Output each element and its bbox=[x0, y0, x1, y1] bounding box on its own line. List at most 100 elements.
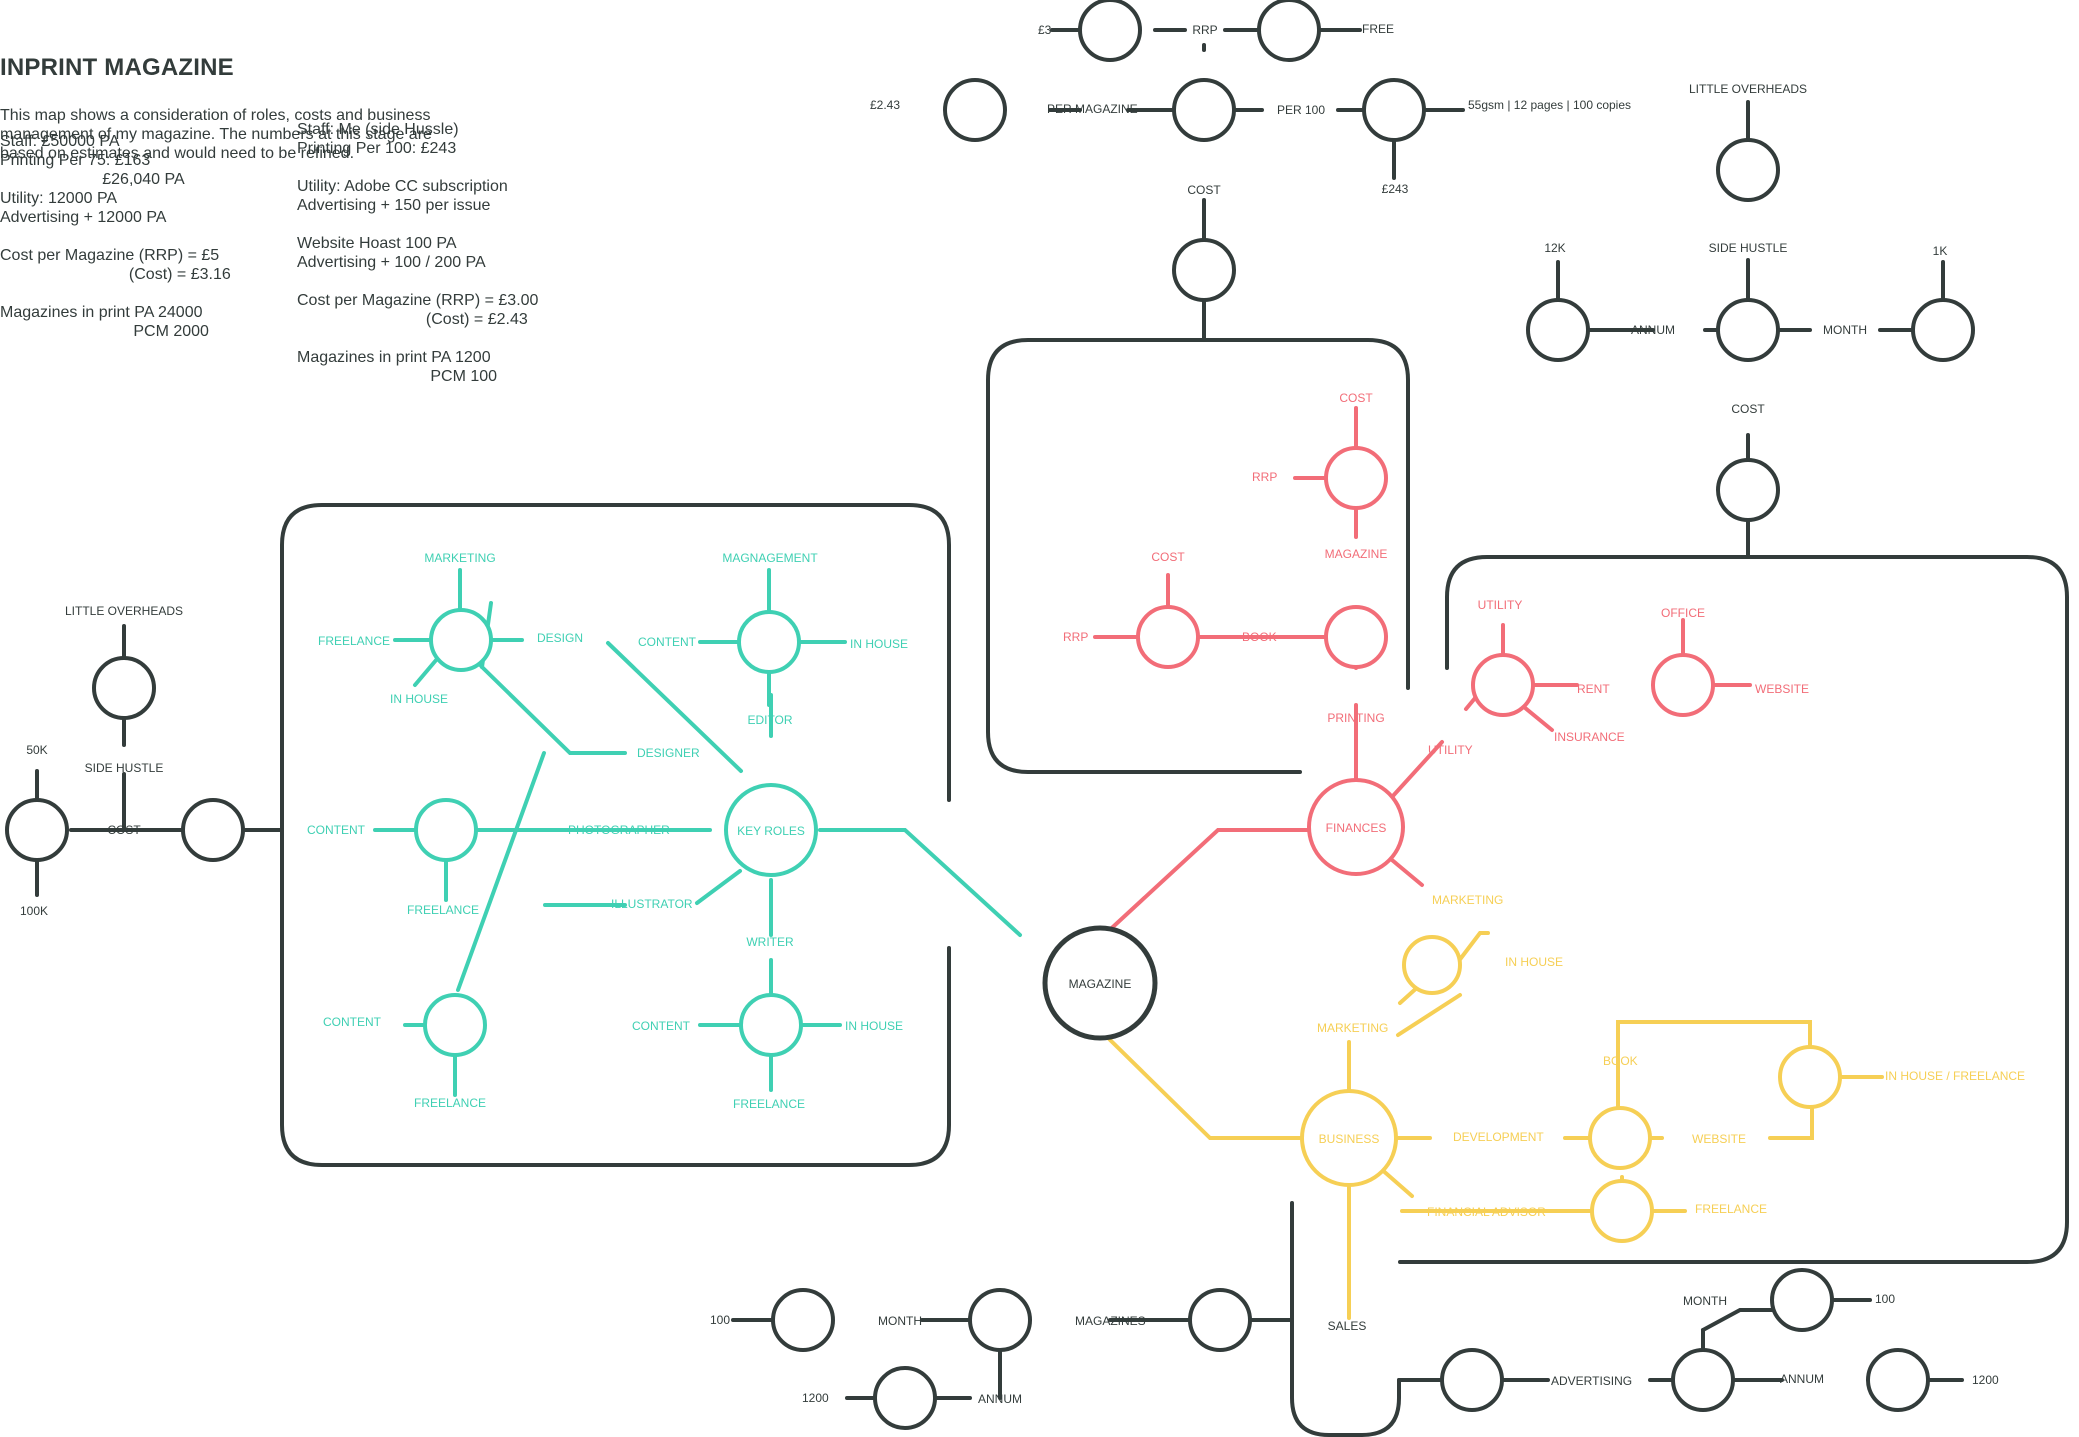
website-label: WEBSITE bbox=[1692, 1132, 1746, 1146]
financial-advisor-node bbox=[1590, 1179, 1654, 1243]
in-house-label: IN HOUSE bbox=[390, 692, 448, 706]
content-label: CONTENT bbox=[632, 1019, 691, 1033]
business-label: BUSINESS bbox=[1319, 1132, 1380, 1146]
freelance-label: FREELANCE bbox=[733, 1097, 805, 1111]
12k-label: 12K bbox=[1544, 241, 1565, 255]
freelance-label: FREELANCE bbox=[414, 1096, 486, 1110]
p243-label: £2.43 bbox=[870, 98, 900, 112]
intro-panel: INPRINT MAGAZINE This map shows a consid… bbox=[0, 54, 640, 183]
in-house-label: IN HOUSE bbox=[845, 1019, 903, 1033]
1200-label: 1200 bbox=[1972, 1373, 1999, 1387]
printing-box bbox=[986, 338, 1410, 774]
illustrator-label: ILLUSTRATOR bbox=[611, 897, 693, 911]
annum-label: ANNUM bbox=[1631, 323, 1675, 337]
p243b-label: £243 bbox=[1382, 182, 1409, 196]
per-magazine-label: PER MAGAZINE bbox=[1047, 102, 1138, 116]
book-label: BOOK bbox=[1603, 1054, 1638, 1068]
1k-label: 1K bbox=[1933, 244, 1948, 258]
magnagement-label: MAGNAGEMENT bbox=[722, 551, 818, 565]
notes-right: Staff: Me (side Hussle) Printing Per 100… bbox=[297, 121, 539, 385]
month-1k-node bbox=[1911, 298, 1975, 362]
content-label: CONTENT bbox=[323, 1015, 382, 1029]
freelance-label: FREELANCE bbox=[407, 903, 479, 917]
free-label: FREE bbox=[1362, 22, 1394, 36]
annum-1200-ad-node bbox=[1866, 1348, 1930, 1412]
finances-labels: FINANCES PRINTING MAGAZINE COST RRP BOOK… bbox=[1063, 391, 1809, 835]
cost-label: COST bbox=[1187, 183, 1221, 197]
dark-nodes bbox=[5, 0, 1975, 1430]
month-label: MONTH bbox=[878, 1314, 922, 1328]
magazine-center-label: MAGAZINE bbox=[1069, 977, 1132, 991]
marketing-label: MARKETING bbox=[424, 551, 495, 565]
key-roles-box bbox=[280, 503, 951, 1167]
finances-box bbox=[1398, 555, 2069, 1264]
magazine-center-node bbox=[1042, 925, 1158, 1041]
key-roles-node bbox=[724, 783, 818, 877]
little-overheads-label: LITTLE OVERHEADS bbox=[65, 604, 183, 618]
side-hustle-left-node bbox=[5, 798, 69, 862]
side-hustle-label: SIDE HUSTLE bbox=[1709, 241, 1788, 255]
development-label: DEVELOPMENT bbox=[1453, 1130, 1544, 1144]
office-label: OFFICE bbox=[1661, 606, 1705, 620]
rrp-3-node bbox=[1078, 0, 1142, 62]
freelance-label: FREELANCE bbox=[1695, 1202, 1767, 1216]
business-branch bbox=[1100, 931, 1884, 1320]
free-node bbox=[1257, 0, 1321, 62]
per-magazine-node bbox=[1172, 78, 1236, 142]
finances-branch bbox=[1093, 406, 1752, 939]
month-100-ad-node bbox=[1770, 1268, 1834, 1332]
designer-label: DESIGNER bbox=[637, 746, 700, 760]
cost-right-node bbox=[1716, 458, 1780, 522]
finances-node bbox=[1307, 778, 1405, 876]
website-bus-node bbox=[1778, 1045, 1842, 1109]
illustrator-node bbox=[423, 993, 487, 1057]
100-label: 100 bbox=[1875, 1292, 1895, 1306]
month-label: MONTH bbox=[1683, 1294, 1727, 1308]
cost-label: COST bbox=[1731, 402, 1765, 416]
cost-label: COST bbox=[107, 823, 141, 837]
month-label: MONTH bbox=[1823, 323, 1867, 337]
freelance-label: FREELANCE bbox=[318, 634, 390, 648]
website-label: WEBSITE bbox=[1755, 682, 1809, 696]
100k-label: 100K bbox=[20, 904, 48, 918]
office-node bbox=[1651, 653, 1715, 717]
in-house-freelance-label: IN HOUSE / FREELANCE bbox=[1885, 1069, 2025, 1083]
in-house-label: IN HOUSE bbox=[850, 637, 908, 651]
utility-label: UTILITY bbox=[1428, 743, 1473, 757]
marketing-label: MARKETING bbox=[1317, 1021, 1388, 1035]
cost-left-node bbox=[181, 798, 245, 862]
page-title: INPRINT MAGAZINE bbox=[0, 54, 234, 81]
key-roles-nodes bbox=[414, 608, 818, 1057]
business-labels: BUSINESS MARKETING IN HOUSE MARKETING DE… bbox=[1317, 893, 2025, 1219]
annum-label: ANNUM bbox=[978, 1392, 1022, 1406]
100-label: 100 bbox=[710, 1313, 730, 1327]
insurance-label: INSURANCE bbox=[1554, 730, 1625, 744]
annum-label: ANNUM bbox=[1780, 1372, 1824, 1386]
rrp-label: RRP bbox=[1252, 470, 1277, 484]
business-node bbox=[1300, 1089, 1398, 1187]
finances-nodes bbox=[1136, 446, 1715, 876]
per-100-label: PER 100 bbox=[1277, 103, 1325, 117]
photographer-node bbox=[414, 798, 478, 862]
printing-label: PRINTING bbox=[1327, 711, 1384, 725]
annum-1200-node bbox=[873, 1366, 937, 1430]
design-label: DESIGN bbox=[537, 631, 583, 645]
little-overheads-label: LITTLE OVERHEADS bbox=[1689, 82, 1807, 96]
book-cost-node bbox=[1136, 605, 1200, 669]
month-100-node bbox=[771, 1288, 835, 1352]
content-label: CONTENT bbox=[638, 635, 697, 649]
key-roles-label: KEY ROLES bbox=[737, 824, 805, 838]
magazine-print-node bbox=[1324, 446, 1388, 510]
finances-label: FINANCES bbox=[1326, 821, 1387, 835]
financial-advisor-label: FINANCIAL ADVISOR bbox=[1427, 1205, 1546, 1219]
map-description: This map shows a consideration of roles,… bbox=[0, 107, 432, 162]
gsm-label: 55gsm | 12 pages | 100 copies bbox=[1468, 98, 1631, 112]
editor-label: EDITOR bbox=[747, 713, 792, 727]
sales-box bbox=[1290, 1201, 1401, 1437]
container-boxes bbox=[280, 338, 2069, 1437]
rrp-label: RRP bbox=[1192, 23, 1217, 37]
magazine-print-label: MAGAZINE bbox=[1325, 547, 1388, 561]
book-node bbox=[1324, 605, 1388, 669]
business-nodes bbox=[1300, 935, 1842, 1243]
